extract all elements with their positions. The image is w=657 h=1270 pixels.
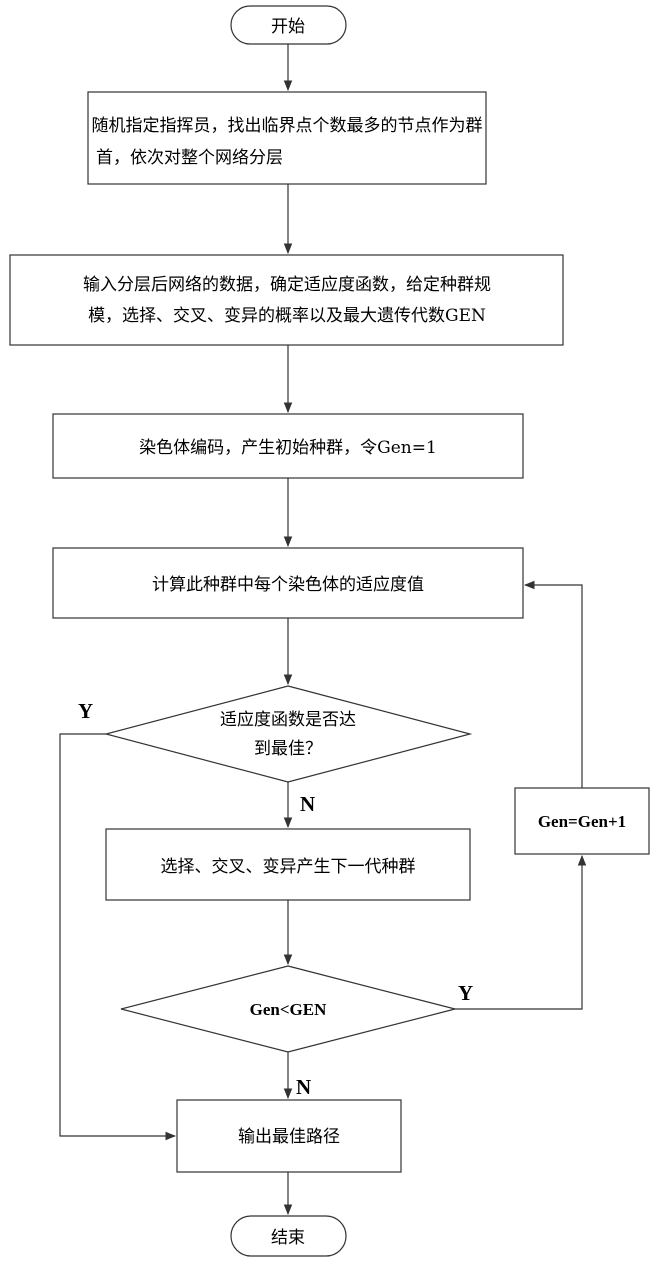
arrow-decision2-yes-to-increment bbox=[455, 856, 582, 1009]
increment-generation-label: Gen=Gen+1 bbox=[538, 812, 626, 831]
step-encoding: 染色体编码，产生初始种群，令Gen=1 bbox=[53, 414, 523, 478]
step-output-best-path: 输出最佳路径 bbox=[177, 1100, 401, 1172]
step-fitness-eval-label: 计算此种群中每个染色体的适应度值 bbox=[152, 575, 424, 595]
step-layering-line2: 首，依次对整个网络分层 bbox=[96, 148, 283, 168]
step-layering: 随机指定指挥员，找出临界点个数最多的节点作为群 首，依次对整个网络分层 bbox=[88, 92, 486, 184]
end-label: 结束 bbox=[271, 1228, 305, 1248]
decision2-yes-label: Y bbox=[458, 981, 473, 1005]
start-label: 开始 bbox=[271, 17, 305, 37]
decision1-no-label: N bbox=[300, 792, 315, 816]
start-terminal: 开始 bbox=[231, 6, 346, 44]
decision2-no-label: N bbox=[296, 1075, 311, 1099]
step-encoding-label: 染色体编码，产生初始种群，令Gen=1 bbox=[139, 438, 437, 458]
step-input-params-line1: 输入分层后网络的数据，确定适应度函数，给定种群规 bbox=[83, 275, 491, 295]
end-terminal: 结束 bbox=[231, 1216, 346, 1256]
decision-fitness-optimal: 适应度函数是否达 到最佳？ bbox=[106, 686, 470, 782]
step-input-params: 输入分层后网络的数据，确定适应度函数，给定种群规 模，选择、交叉、变异的概率以及… bbox=[10, 255, 563, 345]
decision-fitness-line2: 到最佳？ bbox=[254, 739, 322, 759]
decision-fitness-line1: 适应度函数是否达 bbox=[220, 710, 356, 730]
step-layering-line1: 随机指定指挥员，找出临界点个数最多的节点作为群 bbox=[92, 116, 483, 136]
decision1-yes-label: Y bbox=[78, 699, 93, 723]
decision-generation-label: Gen<GEN bbox=[250, 1000, 327, 1019]
increment-generation: Gen=Gen+1 bbox=[515, 788, 649, 854]
step-output-label: 输出最佳路径 bbox=[238, 1127, 340, 1147]
arrow-decision1-yes-to-output bbox=[60, 734, 175, 1136]
step-next-generation-label: 选择、交叉、变异产生下一代种群 bbox=[161, 857, 416, 877]
decision-generation-limit: Gen<GEN bbox=[121, 966, 455, 1052]
step-next-generation: 选择、交叉、变异产生下一代种群 bbox=[106, 829, 470, 900]
step-input-params-line2: 模，选择、交叉、变异的概率以及最大遗传代数GEN bbox=[88, 306, 486, 326]
step-fitness-eval: 计算此种群中每个染色体的适应度值 bbox=[53, 548, 523, 618]
arrow-increment-to-step4 bbox=[525, 585, 582, 788]
